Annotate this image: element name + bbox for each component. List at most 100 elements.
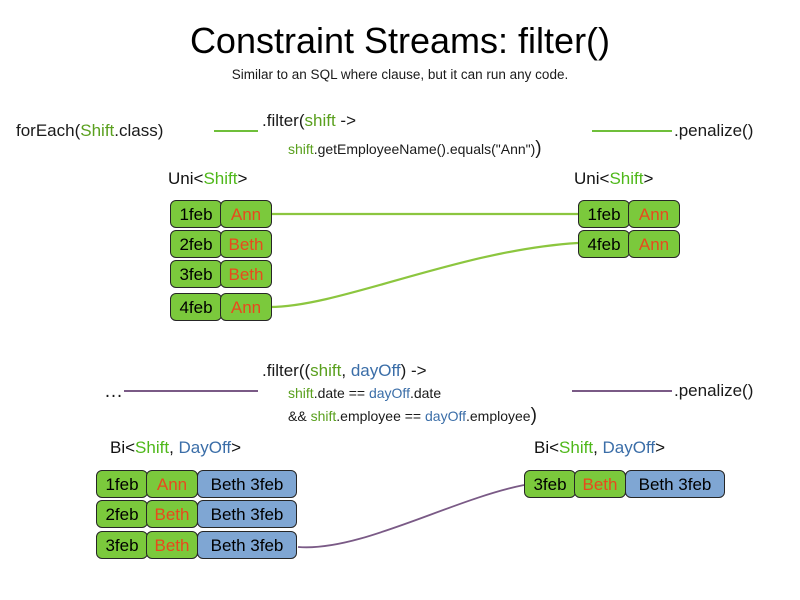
- uni-filter-lambda-param: shift: [304, 111, 336, 130]
- shift-name-card: Beth: [220, 230, 272, 258]
- shift-tuple: 3feb Beth: [170, 260, 272, 288]
- uni-out-suffix: >: [643, 169, 654, 188]
- shift-date-card: 1feb: [578, 200, 630, 228]
- uni-output-stream-label: Uni<Shift>: [574, 168, 653, 189]
- shift-date-card: 3feb: [170, 260, 222, 288]
- shift-tuple: 2feb Beth: [170, 230, 272, 258]
- dayoff-card: Beth 3feb: [625, 470, 725, 498]
- shift-name-card: Ann: [220, 293, 272, 321]
- bi-filter-arrow: ) ->: [400, 361, 427, 380]
- uni-out-prefix: Uni<: [574, 169, 610, 188]
- bi-filter-close-paren: ): [530, 405, 537, 426]
- shift-name-card: Beth: [146, 500, 198, 528]
- page-title: Constraint Streams: filter(): [189, 20, 611, 61]
- bi-line3-and: &&: [288, 408, 311, 424]
- table-row[interactable]: 1feb Ann: [170, 200, 272, 228]
- shift-name-card: Ann: [628, 230, 680, 258]
- uni-filter-close-paren: ): [535, 138, 542, 159]
- bi-penalize-label: .penalize(): [674, 381, 754, 400]
- foreach-expression: forEach(Shift.class): [16, 120, 163, 141]
- uni-penalize-label: .penalize(): [674, 121, 754, 140]
- shift-name-card: Beth: [220, 260, 272, 288]
- bi-source-ellipsis: …: [104, 381, 123, 402]
- table-row[interactable]: 3feb Beth Beth 3feb: [524, 470, 725, 498]
- bi-filter-param-dayoff: dayOff: [350, 361, 401, 380]
- bi-line2-post: .date: [409, 385, 442, 401]
- shift-tuple: 4feb Ann: [170, 293, 272, 321]
- bi-output-stream-label: Bi<Shift, DayOff>: [534, 437, 665, 458]
- bi-in-sep: ,: [169, 438, 179, 457]
- shift-name-card: Beth: [574, 470, 626, 498]
- table-row[interactable]: 2feb Beth: [170, 230, 272, 258]
- bi-filter-param-shift: shift: [310, 361, 342, 380]
- bi-in-type2: DayOff: [178, 438, 232, 457]
- dayoff-card: Beth 3feb: [197, 500, 297, 528]
- shift-date-card: 2feb: [96, 500, 148, 528]
- bi-line3-mid: .employee ==: [336, 408, 425, 424]
- foreach-suffix: .class): [114, 121, 164, 140]
- dayoff-card: Beth 3feb: [197, 531, 297, 559]
- table-row[interactable]: 4feb Ann: [170, 293, 272, 321]
- table-row[interactable]: 1feb Ann Beth 3feb: [96, 470, 297, 498]
- uni-in-suffix: >: [237, 169, 248, 188]
- bi-filter-line2: shift.date == dayOff.date: [288, 384, 441, 403]
- bi-out-type2: DayOff: [602, 438, 656, 457]
- shift-name-card: Ann: [220, 200, 272, 228]
- bi-filter-param-sep: ,: [341, 361, 351, 380]
- bi-filter-line3: && shift.employee == dayOff.employee): [288, 406, 537, 426]
- link-bi-row3: [297, 484, 525, 549]
- uni-in-prefix: Uni<: [168, 169, 204, 188]
- shift-tuple: 2feb Beth: [96, 500, 198, 528]
- bi-line2-mid: .date ==: [313, 385, 369, 401]
- bi-line3-post: .employee: [466, 408, 531, 424]
- uni-filter-line2: shift.getEmployeeName().equals("Ann")): [288, 139, 542, 159]
- bi-filter-call: .filter((: [262, 361, 311, 380]
- bi-input-stream-label: Bi<Shift, DayOff>: [110, 437, 241, 458]
- table-row[interactable]: 1feb Ann: [578, 200, 680, 228]
- bi-out-suffix: >: [655, 438, 666, 457]
- shift-tuple: 1feb Ann: [578, 200, 680, 228]
- shift-name-card: Beth: [146, 531, 198, 559]
- shift-date-card: 4feb: [578, 230, 630, 258]
- uni-filter-body-var: shift: [288, 141, 314, 157]
- uni-filter-line1: .filter(shift ->: [262, 110, 356, 131]
- foreach-prefix: forEach(: [16, 121, 81, 140]
- bi-in-suffix: >: [231, 438, 242, 457]
- table-row[interactable]: 2feb Beth Beth 3feb: [96, 500, 297, 528]
- foreach-type: Shift: [80, 121, 115, 140]
- shift-tuple: 1feb Ann: [170, 200, 272, 228]
- bi-filter-line1: .filter((shift, dayOff) ->: [262, 360, 427, 381]
- table-row[interactable]: 3feb Beth: [170, 260, 272, 288]
- bi-in-type1: Shift: [135, 438, 170, 457]
- shift-name-card: Ann: [146, 470, 198, 498]
- shift-tuple: 3feb Beth: [96, 531, 198, 559]
- uni-in-type: Shift: [203, 169, 238, 188]
- page-subtitle: Similar to an SQL where clause, but it c…: [231, 67, 569, 82]
- uni-filter-call: .filter(: [262, 111, 305, 130]
- shift-name-card: Ann: [628, 200, 680, 228]
- uni-filter-body-expr: .getEmployeeName().equals("Ann"): [313, 141, 536, 157]
- shift-date-card: 1feb: [96, 470, 148, 498]
- shift-date-card: 3feb: [96, 531, 148, 559]
- bi-out-type1: Shift: [559, 438, 594, 457]
- bi-line3-dayoff: dayOff: [425, 408, 466, 424]
- bi-out-sep: ,: [593, 438, 603, 457]
- link-uni-row4: [269, 241, 579, 309]
- uni-input-stream-label: Uni<Shift>: [168, 168, 247, 189]
- shift-date-card: 2feb: [170, 230, 222, 258]
- bi-in-prefix: Bi<: [110, 438, 136, 457]
- dayoff-card: Beth 3feb: [197, 470, 297, 498]
- bi-out-prefix: Bi<: [534, 438, 560, 457]
- uni-filter-arrow: ->: [335, 111, 356, 130]
- bi-line2-shift: shift: [288, 385, 314, 401]
- shift-date-card: 3feb: [524, 470, 576, 498]
- shift-tuple: 4feb Ann: [578, 230, 680, 258]
- table-row[interactable]: 4feb Ann: [578, 230, 680, 258]
- shift-date-card: 4feb: [170, 293, 222, 321]
- shift-date-card: 1feb: [170, 200, 222, 228]
- bi-line3-shift: shift: [310, 408, 337, 424]
- uni-out-type: Shift: [609, 169, 644, 188]
- table-row[interactable]: 3feb Beth Beth 3feb: [96, 531, 297, 559]
- shift-tuple: 3feb Beth: [524, 470, 626, 498]
